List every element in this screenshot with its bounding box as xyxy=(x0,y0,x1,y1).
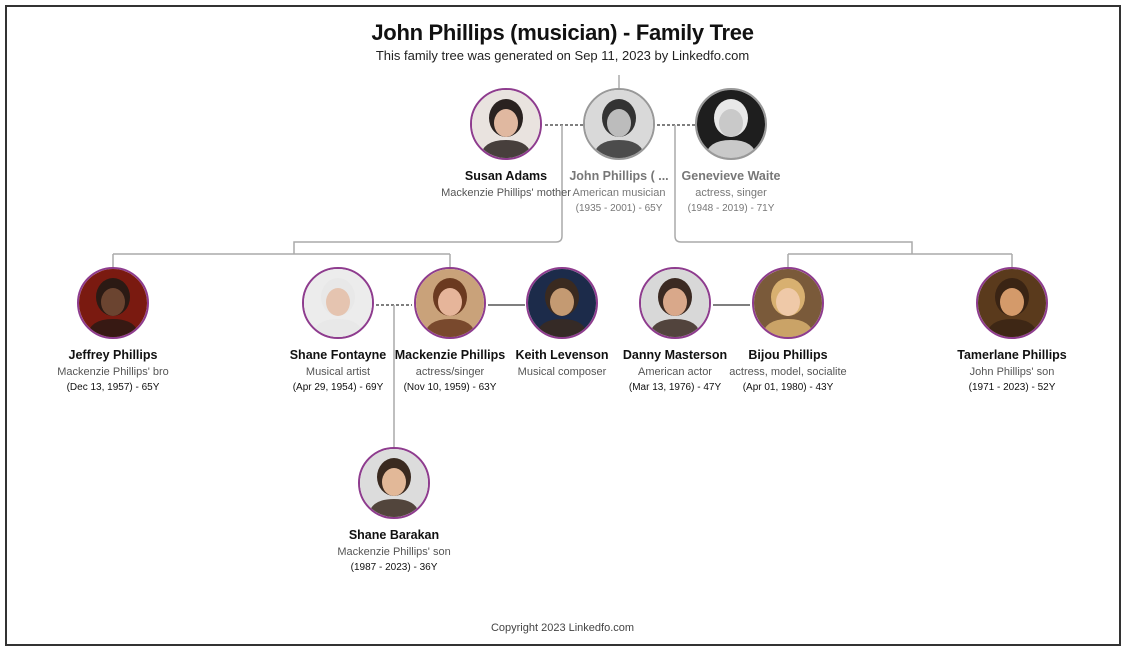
person-card-mackenzie[interactable]: Mackenzie Phillips actress/singer (Nov 10,… xyxy=(375,267,525,393)
person-description: Mackenzie Phillips' bro xyxy=(57,366,169,378)
photo-avatar[interactable] xyxy=(583,88,655,160)
person-lifespan: (1971 - 2023) - 52Y xyxy=(968,382,1056,393)
person-name[interactable]: Susan Adams xyxy=(464,169,548,183)
person-name[interactable]: Shane Fontayne xyxy=(289,348,387,362)
photo-avatar[interactable] xyxy=(526,267,598,339)
person-lifespan: (Apr 29, 1954) - 69Y xyxy=(292,382,384,393)
person-name[interactable]: Bijou Phillips xyxy=(748,348,828,362)
person-lifespan: (1935 - 2001) - 65Y xyxy=(575,203,663,214)
person-lifespan: (Nov 10, 1959) - 63Y xyxy=(403,382,497,393)
photo-avatar[interactable] xyxy=(77,267,149,339)
photo-avatar[interactable] xyxy=(639,267,711,339)
photo-avatar[interactable] xyxy=(470,88,542,160)
person-lifespan: (1948 - 2019) - 71Y xyxy=(687,203,775,214)
person-name[interactable]: John Phillips ( ... xyxy=(569,169,669,183)
person-description: Mackenzie Phillips' mother xyxy=(441,187,571,199)
photo-avatar[interactable] xyxy=(695,88,767,160)
line-susan-john-children xyxy=(293,125,563,254)
person-name[interactable]: Shane Barakan xyxy=(348,528,440,542)
person-description: Mackenzie Phillips' son xyxy=(337,546,451,558)
page-subtitle: This family tree was generated on Sep 11… xyxy=(375,48,750,63)
photo-avatar[interactable] xyxy=(358,447,430,519)
person-description: American actor xyxy=(638,366,712,378)
line-genevieve-children xyxy=(674,125,913,254)
person-name[interactable]: Mackenzie Phillips xyxy=(394,348,506,362)
person-name[interactable]: Jeffrey Phillips xyxy=(68,348,158,362)
photo-avatar[interactable] xyxy=(976,267,1048,339)
page-title: John Phillips (musician) - Family Tree xyxy=(371,20,754,45)
person-description: actress, singer xyxy=(695,187,767,199)
person-description: John Phillips' son xyxy=(969,366,1055,378)
person-card-genevieve[interactable]: Genevieve Waite actress, singer (1948 - 20… xyxy=(656,88,806,214)
copyright-footer: Copyright 2023 Linkedfo.com xyxy=(490,622,635,634)
person-name[interactable]: Genevieve Waite xyxy=(681,169,781,183)
person-description: actress, model, socialite xyxy=(729,366,847,378)
person-lifespan: (Dec 13, 1957) - 65Y xyxy=(66,382,160,393)
person-description: American musician xyxy=(572,187,666,199)
person-name[interactable]: Danny Masterson xyxy=(622,348,728,362)
person-description: Musical artist xyxy=(305,366,371,378)
person-card-john[interactable]: John Phillips ( ... American musician (193… xyxy=(544,88,694,214)
person-card-bijou[interactable]: Bijou Phillips actress, model, socialite (… xyxy=(713,267,863,393)
person-name[interactable]: Tamerlane Phillips xyxy=(957,348,1067,362)
photo-avatar[interactable] xyxy=(302,267,374,339)
person-lifespan: (Mar 13, 1976) - 47Y xyxy=(628,382,722,393)
person-lifespan: (1987 - 2023) - 36Y xyxy=(350,562,438,573)
person-lifespan: (Apr 01, 1980) - 43Y xyxy=(742,382,834,393)
photo-avatar[interactable] xyxy=(414,267,486,339)
person-description: actress/singer xyxy=(415,366,485,378)
person-description: Musical composer xyxy=(517,366,607,378)
person-name[interactable]: Keith Levenson xyxy=(515,348,609,362)
photo-avatar[interactable] xyxy=(752,267,824,339)
